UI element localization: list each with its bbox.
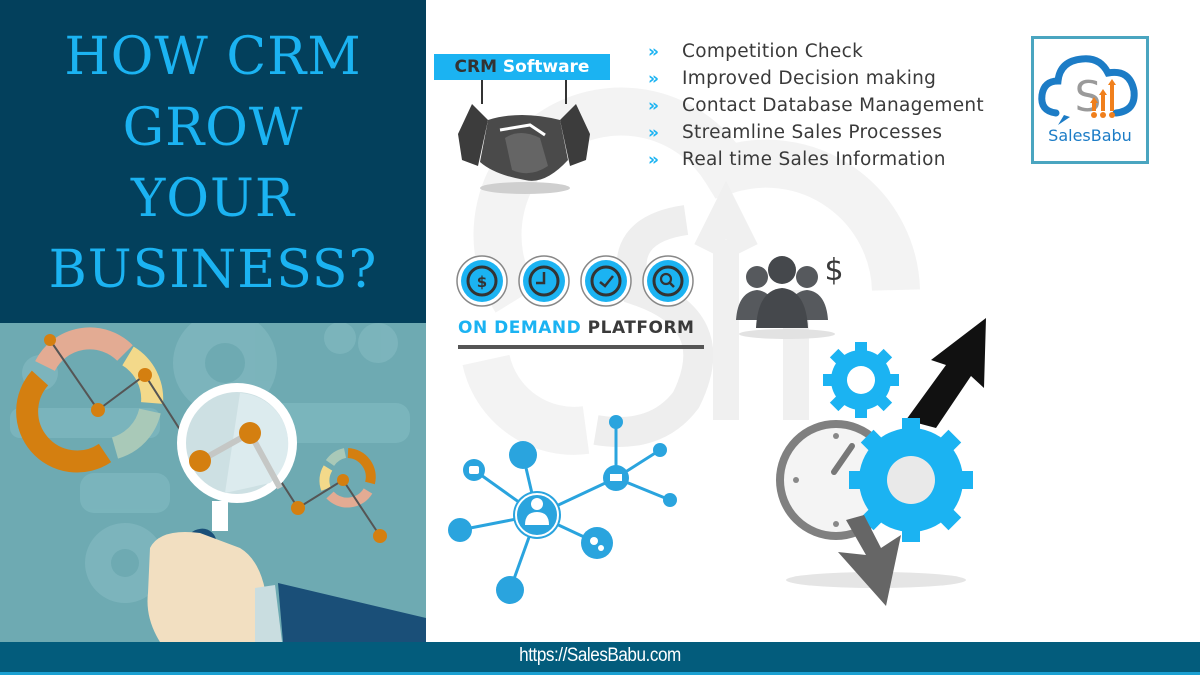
clock-icon: [518, 255, 570, 307]
on-demand-platform-label: ON DEMAND PLATFORM: [458, 318, 695, 338]
footer-bar: [0, 642, 1200, 675]
svg-text:$: $: [477, 273, 487, 291]
crm-software-label: CRM Software: [434, 54, 610, 80]
double-chevron-icon: »: [648, 149, 659, 170]
list-item: »Improved Decision making: [648, 68, 937, 89]
double-chevron-icon: »: [648, 95, 659, 116]
title-panel: [0, 0, 426, 323]
website-link[interactable]: https://SalesBabu.com: [519, 645, 681, 666]
double-chevron-icon: »: [648, 68, 659, 89]
platform-icons: $: [456, 255, 694, 307]
title-line: BUSINESS?: [48, 240, 378, 300]
dollar-icon: $: [456, 255, 508, 307]
double-chevron-icon: »: [648, 122, 659, 143]
page-title: HOW CRM GROW YOUR BUSINESS?: [0, 22, 426, 306]
benefits-list: »Competition Check »Improved Decision ma…: [648, 38, 984, 173]
list-item: »Competition Check: [648, 41, 864, 62]
title-line: YOUR: [131, 169, 295, 229]
svg-text:$: $: [824, 253, 843, 288]
divider: [458, 345, 704, 349]
cloud-chart-icon: S: [1038, 55, 1138, 125]
double-chevron-icon: »: [648, 41, 659, 62]
svg-text:S: S: [1075, 72, 1102, 121]
check-icon: [580, 255, 632, 307]
productivity-gears-icon: [776, 318, 986, 606]
features-panel: $ $: [426, 0, 1200, 642]
list-item: »Streamline Sales Processes: [648, 122, 943, 143]
list-item: »Real time Sales Information: [648, 149, 946, 170]
network-diagram-icon: [448, 415, 677, 604]
analytics-illustration: [0, 323, 426, 642]
title-line: GROW: [122, 98, 304, 158]
search-icon: [642, 255, 694, 307]
logo-name: SalesBabu: [1048, 126, 1132, 145]
list-item: »Contact Database Management: [648, 95, 984, 116]
salesbabu-logo[interactable]: S: [1031, 36, 1149, 164]
magnifier-chart-illustration: [10, 323, 426, 642]
handshake-icon: [458, 80, 590, 194]
title-line: HOW CRM: [64, 27, 362, 87]
users-dollar-icon: $: [736, 253, 844, 339]
